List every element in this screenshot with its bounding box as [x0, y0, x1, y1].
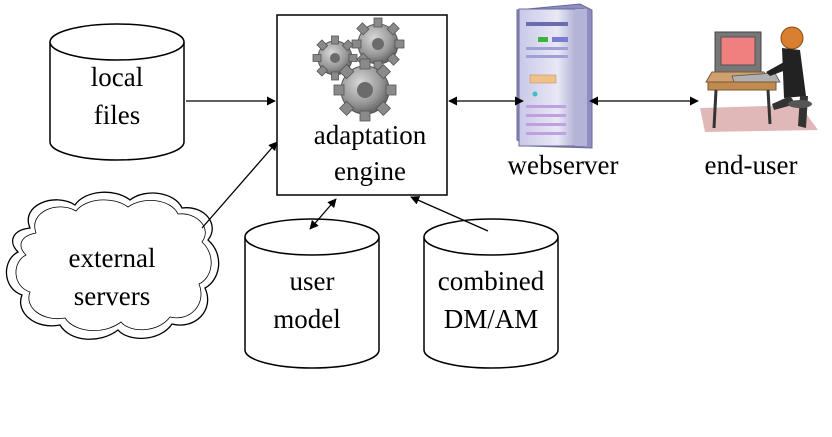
user-model-label-line2: model [273, 304, 341, 334]
combined-label-line1: combined [438, 266, 545, 296]
adaptation-engine-label-line2: engine [334, 156, 406, 186]
arrow-combined-to-engine [410, 196, 489, 232]
adaptation-engine-label-line1: adaptation [314, 120, 427, 150]
webserver-node: webserver [508, 3, 619, 180]
arrow-engine-user-model [309, 198, 337, 230]
connectors [186, 96, 699, 232]
user-model-label-line1: user [290, 266, 335, 296]
end-user-node: end-user [700, 26, 818, 180]
server-tower-icon [516, 3, 593, 149]
local-files-label-line1: local [91, 62, 143, 92]
combined-label-line2: DM/AM [444, 304, 539, 334]
end-user-label: end-user [705, 150, 798, 180]
external-servers-label-line1: external [69, 243, 156, 273]
local-files-label-line2: files [94, 100, 141, 130]
person-at-computer-icon [700, 26, 818, 132]
gears-icon [312, 17, 405, 122]
external-servers-label-line2: servers [74, 281, 150, 311]
user-model-cylinder: user model [244, 218, 380, 369]
combined-dm-am-cylinder: combined DM/AM [423, 218, 559, 369]
webserver-label: webserver [508, 150, 619, 180]
local-files-cylinder: local files [49, 23, 185, 161]
arrow-external-servers-to-engine [201, 141, 278, 229]
adaptation-engine-box: adaptation engine [276, 14, 448, 196]
external-servers-cloud: external servers [5, 191, 220, 340]
